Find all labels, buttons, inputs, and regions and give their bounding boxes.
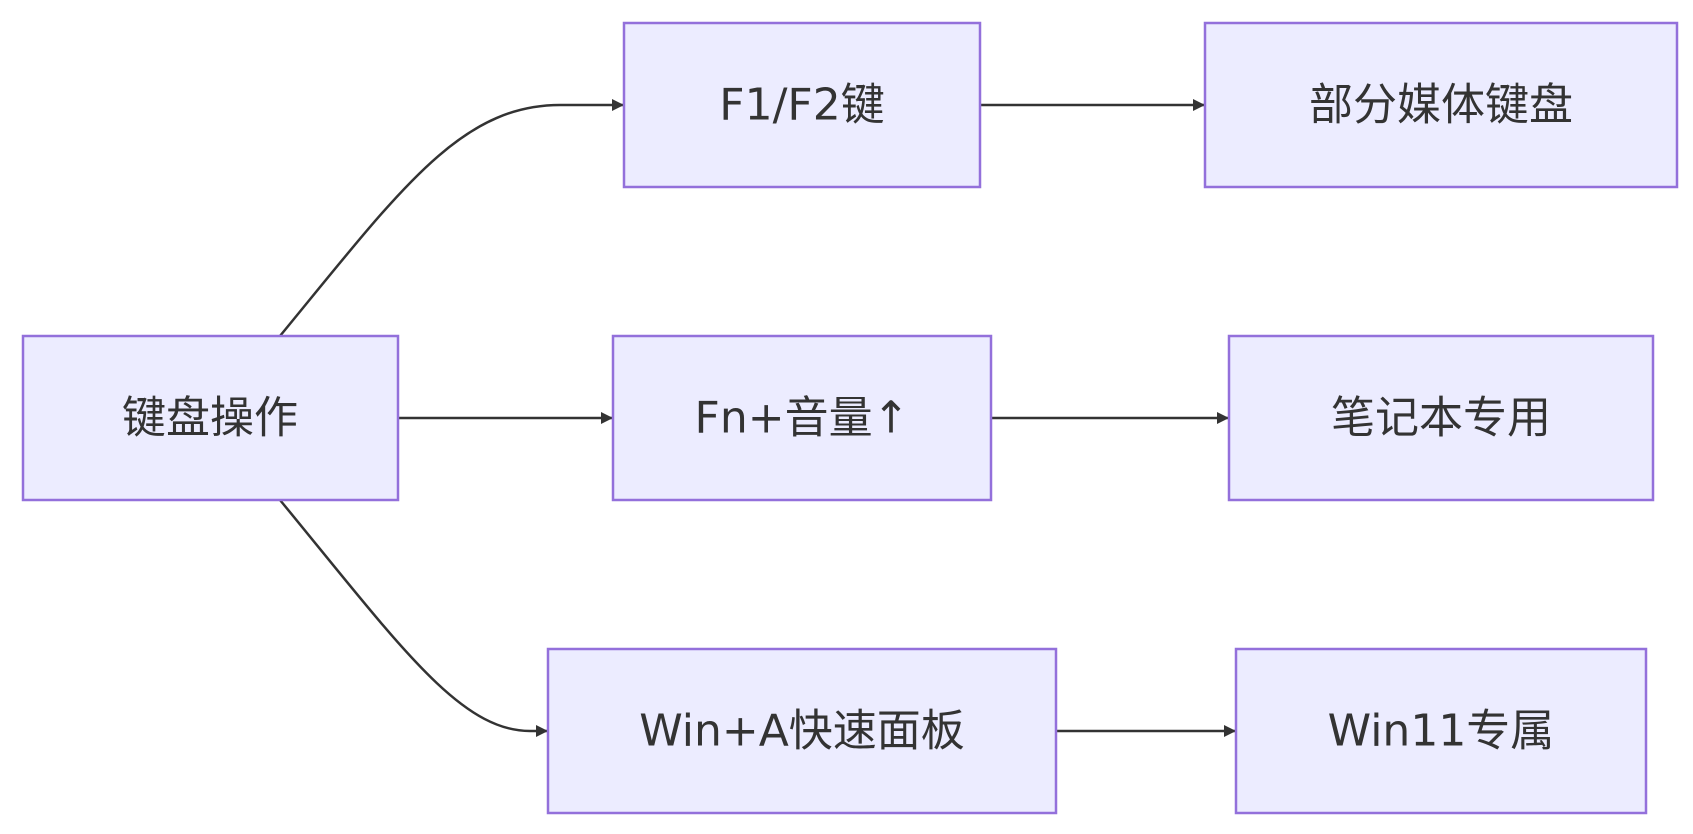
node-f1f2: F1/F2键 [622, 21, 982, 189]
node-fn-vol-label: Fn+音量↑ [695, 393, 910, 444]
node-fn-vol: Fn+音量↑ [611, 334, 993, 502]
node-win-a: Win+A快速面板 [546, 647, 1058, 815]
node-win11: Win11专属 [1234, 647, 1648, 815]
node-media-kb: 部分媒体键盘 [1203, 21, 1679, 189]
node-keyboard-ops-label: 键盘操作 [122, 393, 298, 444]
edges [279, 99, 1236, 737]
node-laptop-label: 笔记本专用 [1331, 393, 1551, 444]
node-f1f2-label: F1/F2键 [719, 80, 884, 131]
edge-keyboard-ops-to-win-a [279, 499, 548, 737]
node-keyboard-ops: 键盘操作 [21, 334, 400, 502]
node-win-a-label: Win+A快速面板 [639, 706, 965, 757]
node-win11-label: Win11专属 [1328, 706, 1555, 757]
node-laptop: 笔记本专用 [1227, 334, 1655, 502]
node-media-kb-label: 部分媒体键盘 [1309, 80, 1573, 131]
edge-keyboard-ops-to-f1f2 [279, 99, 624, 337]
